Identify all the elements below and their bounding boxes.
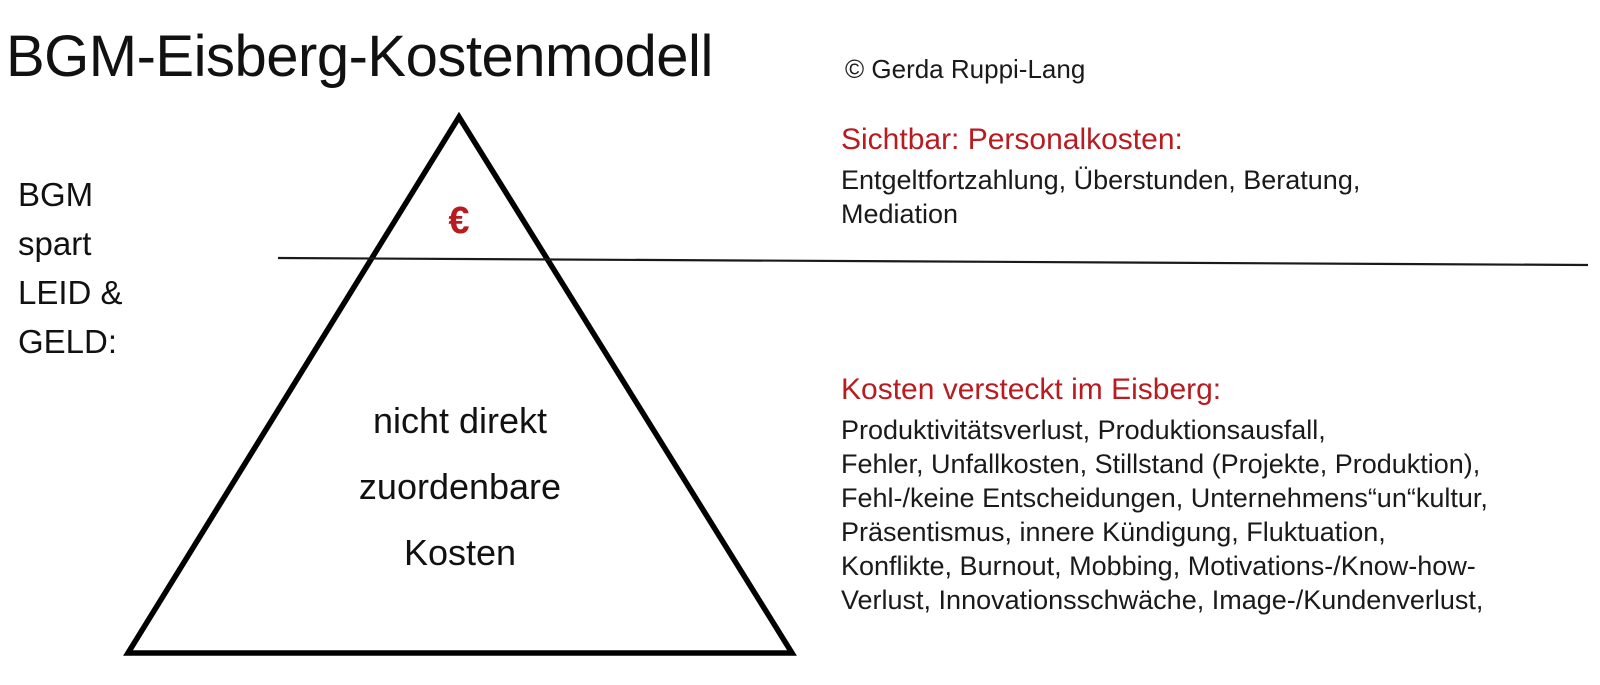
left-label-line-4: GELD: (18, 323, 118, 360)
triangle-caption: nicht direkt zuordenbare Kosten (160, 388, 760, 586)
euro-currency-icon: € (448, 200, 470, 242)
hidden-costs-block: Kosten versteckt im Eisberg: Produktivit… (841, 370, 1488, 617)
visible-costs-line-2: Mediation (841, 199, 959, 229)
hidden-costs-body: Produktivitätsverlust, Produktionsausfal… (841, 413, 1488, 617)
visible-costs-heading: Sichtbar: Personalkosten: (841, 123, 1183, 156)
hidden-costs-line-4: Präsentismus, innere Kündigung, Fluktuat… (841, 517, 1386, 547)
left-label-line-2: spart (18, 225, 92, 262)
hidden-costs-line-3: Fehl-/keine Entscheidungen, Unternehmens… (841, 483, 1488, 513)
copyright-notice: © Gerda Ruppi-Lang (845, 54, 1086, 84)
page-title: BGM-Eisberg-Kostenmodell (6, 24, 713, 89)
left-label-line-1: BGM (18, 176, 94, 213)
visible-costs-line-1: Entgeltfortzahlung, Überstunden, Beratun… (841, 165, 1361, 195)
triangle-caption-line-2: zuordenbare (358, 466, 562, 507)
triangle-caption-line-3: Kosten (403, 532, 517, 573)
left-label-line-3: LEID & (18, 274, 123, 311)
hidden-costs-line-2: Fehler, Unfallkosten, Stillstand (Projek… (841, 449, 1481, 479)
triangle-caption-line-1: nicht direkt (372, 400, 548, 441)
visible-costs-block: Sichtbar: Personalkosten: Entgeltfortzah… (841, 120, 1360, 231)
visible-costs-body: Entgeltfortzahlung, Überstunden, Beratun… (841, 163, 1360, 231)
left-label-block: BGM spart LEID & GELD: (18, 170, 123, 366)
waterline (277, 256, 1589, 267)
hidden-costs-heading: Kosten versteckt im Eisberg: (841, 373, 1222, 406)
hidden-costs-line-6: Verlust, Innovationsschwäche, Image-/Kun… (841, 585, 1484, 615)
hidden-costs-line-1: Produktivitätsverlust, Produktionsausfal… (841, 415, 1326, 445)
hidden-costs-line-5: Konflikte, Burnout, Mobbing, Motivations… (841, 551, 1476, 581)
